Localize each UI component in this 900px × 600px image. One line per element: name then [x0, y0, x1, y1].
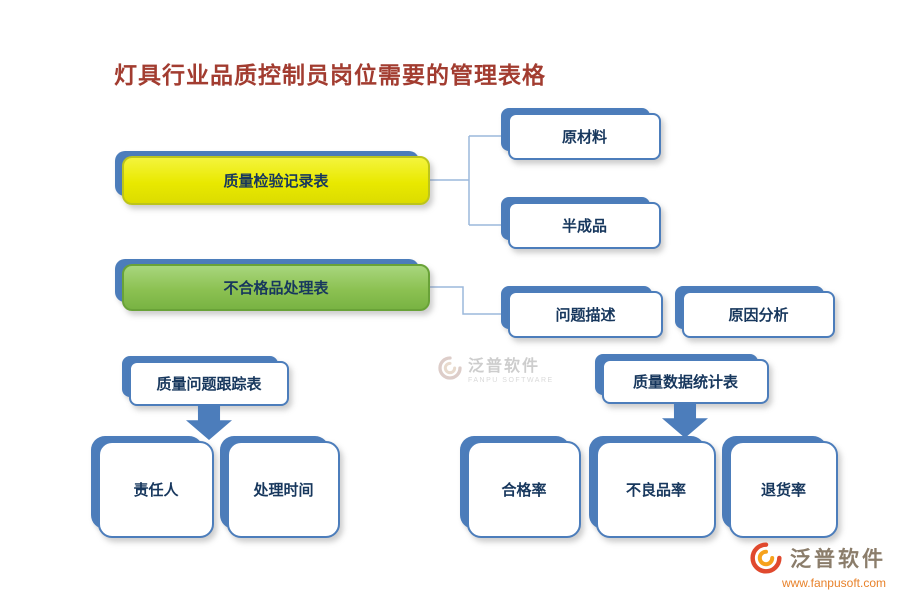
- node-responsible-person: 责任人: [91, 436, 214, 538]
- fanpu-logo-icon: [750, 542, 782, 574]
- node-return-rate: 退货率: [722, 436, 838, 538]
- fanpu-logo-icon: [438, 356, 462, 380]
- center-watermark: 泛普软件 FANPU SOFTWARE: [438, 352, 554, 384]
- footer-brand: 泛普软件: [790, 548, 886, 571]
- footer-url[interactable]: www.fanpusoft.com: [781, 576, 886, 590]
- node-cause-analysis: 原因分析: [675, 286, 835, 338]
- node-problem-description: 问题描述: [501, 286, 663, 338]
- node-nonconforming-handling: 不合格品处理表: [115, 259, 430, 311]
- node-defect-rate: 不良品率: [589, 436, 716, 538]
- node-data-statistics: 质量数据统计表: [595, 354, 769, 404]
- node-inspection-record: 质量检验记录表: [115, 151, 430, 205]
- page-title: 灯具行业品质控制员岗位需要的管理表格: [114, 62, 546, 88]
- node-issue-tracking: 质量问题跟踪表: [122, 356, 289, 406]
- node-handling-time: 处理时间: [220, 436, 340, 538]
- node-raw-material: 原材料: [501, 108, 661, 160]
- node-pass-rate: 合格率: [460, 436, 581, 538]
- watermark-brand: 泛普软件: [468, 358, 541, 375]
- node-semi-finished: 半成品: [501, 197, 661, 249]
- footer-branding: 泛普软件 www.fanpusoft.com: [750, 542, 886, 590]
- watermark-subtitle: FANPU SOFTWARE: [468, 377, 554, 384]
